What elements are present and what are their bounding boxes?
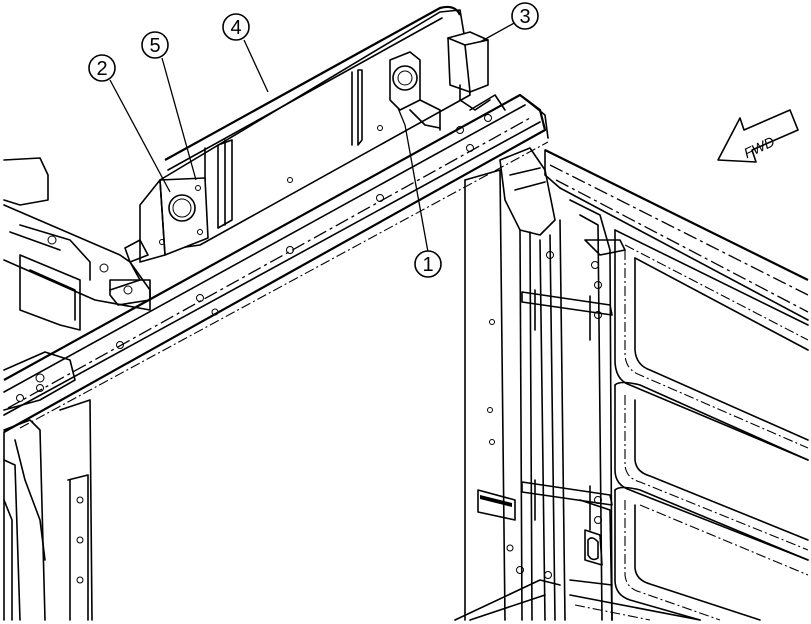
mounting-bracket <box>109 177 209 291</box>
callout-2-label: 2 <box>96 58 107 80</box>
callout-5: 5 <box>141 31 169 59</box>
leader-3 <box>479 21 517 43</box>
callout-4-label: 4 <box>230 17 241 39</box>
right-frame-structure <box>454 147 809 621</box>
main-diagonal-beam <box>3 93 549 621</box>
leader-5 <box>161 57 197 181</box>
callout-2: 2 <box>88 54 116 82</box>
callout-1: 1 <box>414 250 442 278</box>
connector-block <box>447 31 506 111</box>
fwd-label: FWD <box>741 133 777 161</box>
callout-3-label: 3 <box>519 6 530 28</box>
leader-lines <box>109 21 517 253</box>
callout-1-label: 1 <box>422 254 433 276</box>
leader-4 <box>243 39 269 93</box>
callout-3: 3 <box>511 2 539 30</box>
leader-1 <box>397 107 429 253</box>
callout-4: 4 <box>222 13 250 41</box>
callout-5-label: 5 <box>149 35 160 57</box>
left-frame-structure <box>3 157 151 621</box>
forward-arrow-icon: FWD <box>717 109 799 163</box>
leader-2 <box>109 79 171 193</box>
